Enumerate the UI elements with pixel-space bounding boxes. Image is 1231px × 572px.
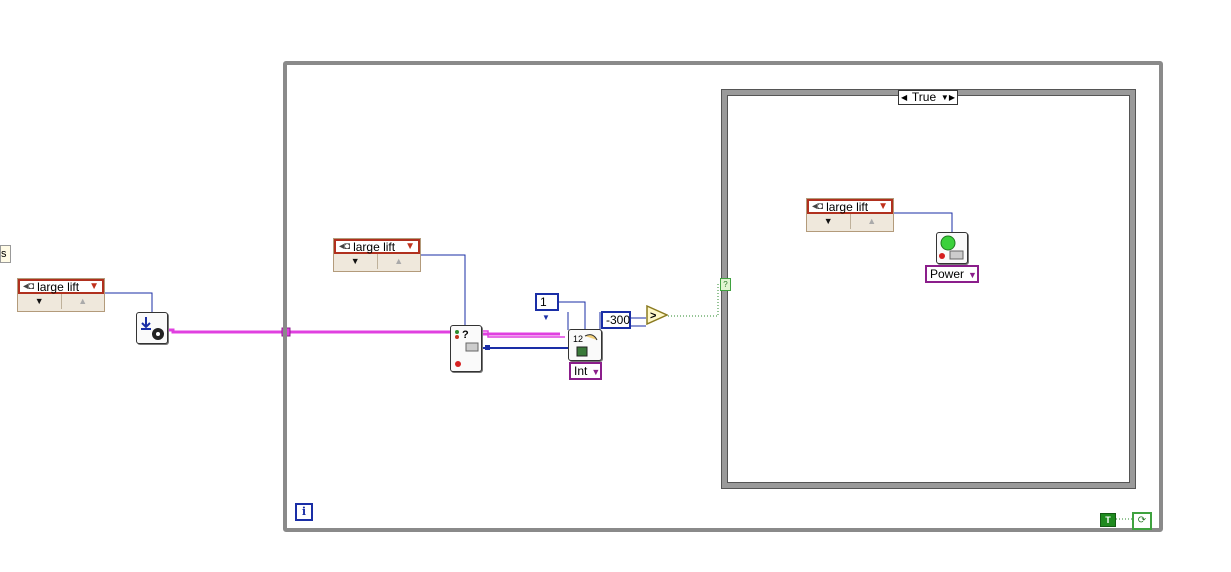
dropdown-arrow-icon[interactable]: ▼ [878,201,888,212]
svg-text:12: 12 [573,334,583,344]
dropdown-arrow-icon[interactable]: ▼ [405,241,415,252]
motor-wire-3 [893,212,953,232]
while-loop[interactable] [283,61,1163,532]
cut-off-label: s [0,245,11,263]
enum-value: Int [574,364,588,378]
const-one-wire [558,301,586,330]
motor-refnum-label: large lift [353,239,396,254]
case-dropdown-icon[interactable]: ▼▶ [940,93,955,102]
increment-arrow-icon[interactable]: ▲ [867,216,877,226]
connector-icon: ◂◘ [812,201,824,212]
dropdown-arrow-icon[interactable]: ▼ [89,281,99,292]
true-constant[interactable]: T [1100,513,1116,527]
decrement-arrow-icon[interactable]: ▼ [807,214,851,229]
motor-power-icon[interactable] [936,232,968,264]
prev-case-icon[interactable]: ◀ [901,93,908,102]
greater-than-icon[interactable]: > [646,304,669,326]
action-enum[interactable]: Power▼ [925,265,979,283]
svg-text:>: > [650,310,656,322]
motor-rotation-read-icon[interactable]: 12 [568,329,602,361]
motor-query-icon[interactable]: ? [450,325,482,372]
motor-refnum-label: large lift [826,199,869,214]
motor-refnum-control[interactable]: ◂◘ large lift ▼ ▼ ▲ [333,238,421,272]
decrement-arrow-icon[interactable]: ▼ [18,294,62,309]
stop-icon[interactable]: ⟳ [1132,512,1152,530]
numeric-constant[interactable]: 1 ▼ [535,293,559,322]
connector-icon: ◂◘ [23,281,35,292]
increment-arrow-icon[interactable]: ▲ [394,256,404,266]
decrement-arrow-icon[interactable]: ▼ [334,254,378,269]
iteration-terminal[interactable]: i [295,503,313,521]
download-sensor-icon[interactable] [136,312,168,344]
enum-value: Power [930,267,965,281]
motor-refnum-control[interactable]: ◂◘ large lift ▼ ▼ ▲ [17,278,105,312]
dropdown-arrow-icon: ▼ [591,367,601,377]
dropdown-arrow-icon: ▼ [968,270,977,280]
mode-enum[interactable]: Int▼ [569,362,602,380]
motor-refnum-control[interactable]: ◂◘ large lift ▼ ▼ ▲ [806,198,894,232]
threshold-constant[interactable]: -300 [601,311,631,329]
case-selector-terminal[interactable]: ? [720,278,731,291]
increment-arrow-icon[interactable]: ▲ [78,296,88,306]
motor-wire-1 [103,292,153,312]
refnum-wire [168,328,450,334]
case-structure[interactable] [722,90,1135,488]
motor-refnum-label: large lift [37,279,80,294]
connector-icon: ◂◘ [339,241,351,252]
case-selector-label: True [911,90,937,104]
constant-value: 1 [540,295,547,309]
svg-text:?: ? [462,329,469,341]
dropdown-arrow-icon: ▼ [542,313,550,322]
case-selector[interactable]: ◀ True ▼▶ [898,90,958,105]
motor-wire-2 [420,254,466,325]
